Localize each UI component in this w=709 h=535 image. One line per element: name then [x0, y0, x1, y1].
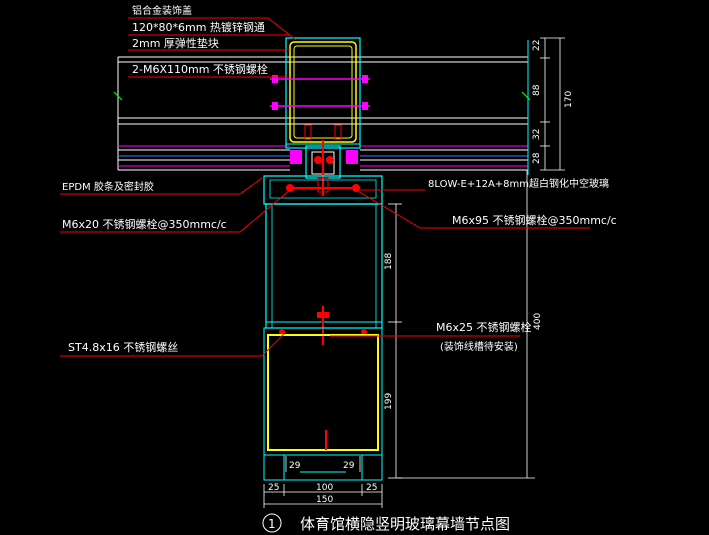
- label-bolts-top: 2-M6X110mm 不锈钢螺栓: [132, 62, 268, 76]
- label-bolt-m6x25-note: (装饰线槽待安装): [440, 340, 518, 353]
- dim-32: 32: [532, 129, 542, 140]
- dim-88: 88: [532, 84, 542, 96]
- leader-lines: [60, 17, 590, 357]
- label-aluminum-cover: 铝合金装饰盖: [132, 4, 192, 17]
- steel-tube-assembly: [270, 37, 370, 149]
- dim-150: 150: [316, 495, 333, 505]
- label-screw-st48: ST4.8x16 不锈钢螺丝: [68, 341, 178, 354]
- mullion-body: [263, 203, 383, 481]
- glass-panel-lines: [113, 40, 531, 175]
- dim-100: 100: [316, 483, 333, 493]
- dim-28: 28: [532, 152, 542, 164]
- dim-29-right: 29: [343, 461, 355, 471]
- drawing-title: 1 体育馆横隐竖明玻璃幕墙节点图: [262, 513, 510, 533]
- title-text: 体育馆横隐竖明玻璃幕墙节点图: [300, 515, 510, 533]
- annotation-labels: 铝合金装饰盖 120*80*6mm 热镀锌钢通 2mm 厚弹性垫块 2-M6X1…: [62, 4, 617, 354]
- dim-29-left: 29: [289, 461, 301, 471]
- dim-22: 22: [532, 40, 542, 51]
- label-epdm: EPDM 胶条及密封胶: [62, 180, 154, 193]
- title-number: 1: [268, 517, 276, 531]
- dim-400: 400: [533, 313, 543, 330]
- dim-170: 170: [564, 91, 574, 108]
- dim-25-right: 25: [366, 483, 377, 493]
- label-bolt-m6x20: M6x20 不锈钢螺栓@350mmc/c: [62, 217, 227, 231]
- dim-25-left: 25: [268, 483, 279, 493]
- right-dimensions: [388, 37, 565, 479]
- bottom-dimensions: [263, 456, 383, 508]
- label-bolt-m6x25: M6x25 不锈钢螺栓: [436, 320, 532, 334]
- dim-188: 188: [384, 253, 394, 270]
- dim-199: 199: [384, 393, 394, 410]
- label-isolation-pad: 2mm 厚弹性垫块: [132, 36, 219, 50]
- label-steel-tube: 120*80*6mm 热镀锌钢通: [132, 20, 265, 34]
- label-bolt-m6x95: M6x95 不锈钢螺栓@350mmc/c: [452, 213, 617, 227]
- dimension-texts: 22 88 32 28 170 188 400 199 29 29 25 100…: [268, 40, 574, 505]
- label-glass: 8LOW-E+12A+8mm超白钢化中空玻璃: [428, 177, 609, 190]
